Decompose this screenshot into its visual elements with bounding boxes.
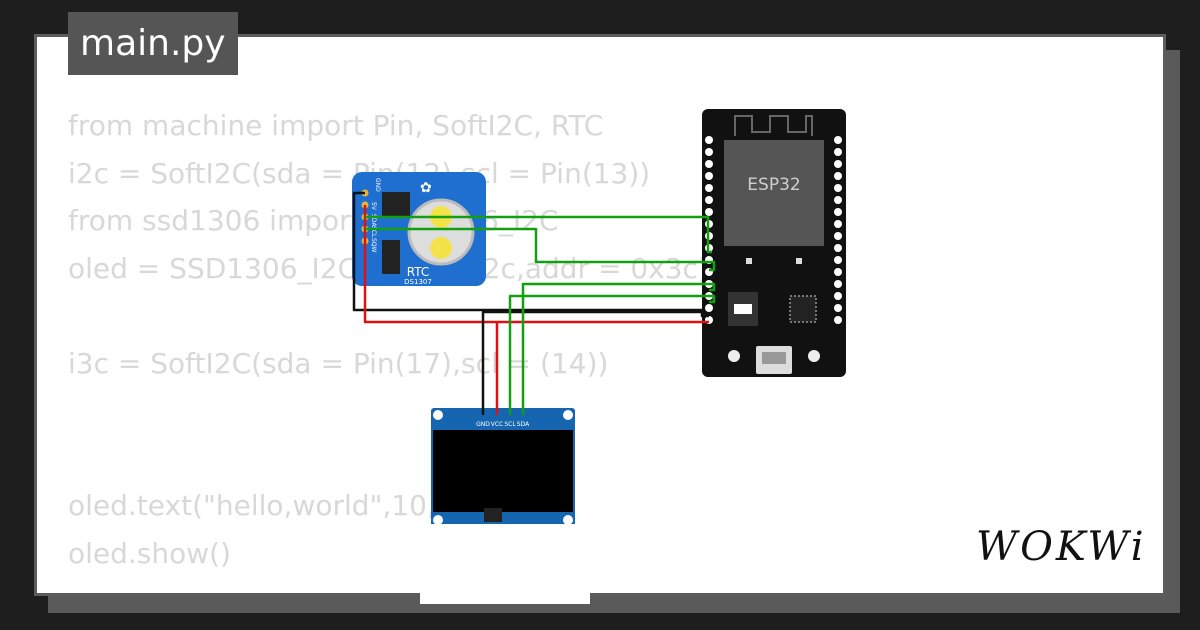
wire-rtc-gnd[interactable] (352, 191, 709, 318)
rtc-label: RTC (407, 265, 429, 279)
rtc-pin-gnd: GND (374, 178, 381, 192)
esp32-label: ESP32 (747, 175, 800, 195)
rtc-model-label: DS1307 (404, 278, 432, 286)
code-line: i3c = SoftI2C(sda = Pin(17),scl = (14)) (68, 346, 609, 380)
wokwi-logo: WOKWi (976, 524, 1147, 570)
rtc-pin-5v: 5V (370, 202, 377, 211)
oled-module[interactable]: GND VCC SCL SDA (431, 408, 575, 528)
adafruit-icon: ✿ (420, 180, 432, 196)
code-preview: from machine import Pin, SoftI2C, RTC i2… (68, 102, 709, 577)
oled-pin-vcc: VCC (491, 421, 503, 428)
rtc-pin-sda: SDA (370, 214, 377, 227)
wire-rtc-scl[interactable] (365, 227, 716, 272)
code-line: oled.text("hello,world",10,10) (68, 489, 483, 522)
rtc-pin-scl: SCL (370, 226, 377, 238)
esp32-board[interactable]: ESP32 (702, 109, 846, 377)
preview-card (34, 34, 1166, 596)
code-line: oled.show() (68, 536, 232, 570)
wire-oled-gnd[interactable] (481, 310, 702, 415)
wire-oled-scl[interactable] (508, 294, 716, 415)
oled-pin-sda: SDA (517, 421, 530, 428)
oled-pin-scl: SCL (504, 421, 516, 428)
code-line: from machine import Pin, SoftI2C, RTC (68, 109, 604, 142)
wire-rtc-sda[interactable] (365, 215, 712, 254)
wire-rtc-5v[interactable] (363, 205, 709, 324)
oled-pin-gnd: GND (476, 421, 490, 428)
file-tab[interactable]: main.py (68, 12, 238, 75)
rtc-pin-sqw: SQW (370, 238, 377, 253)
wire-oled-sda[interactable] (521, 282, 716, 415)
